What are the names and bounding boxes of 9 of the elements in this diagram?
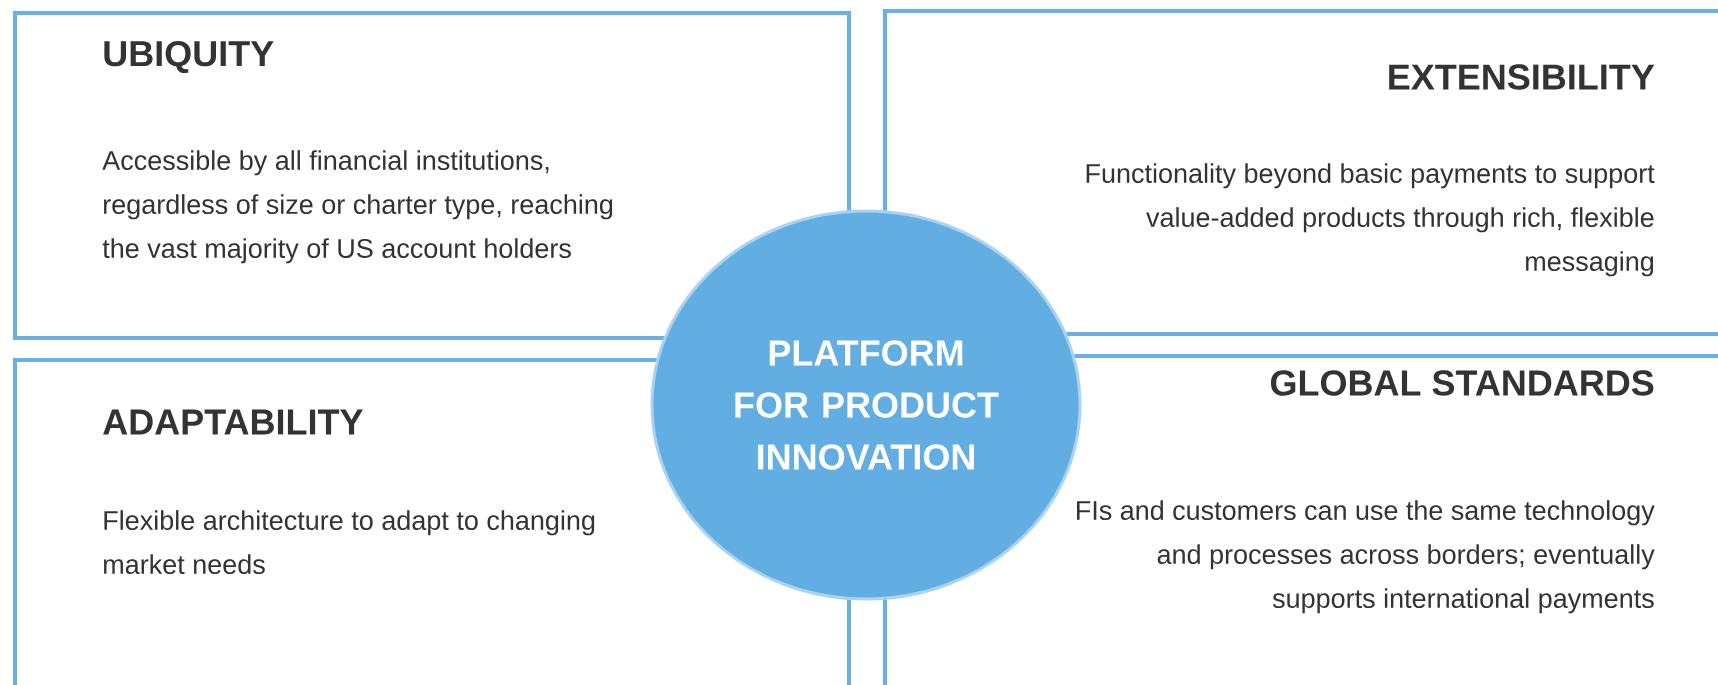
heading: UBIQUITY	[104, 40, 274, 74]
text-box	[13, 11, 851, 340]
heading: GLOBAL STANDARDS	[1270, 370, 1654, 396]
heading: EXTENSIBILITY	[1389, 64, 1655, 90]
text-box	[883, 9, 1718, 336]
description: Flexible architecture to adapt to changing market needs	[104, 510, 595, 574]
description: Accessible by all financial institutions, regardless of size or charter type, reaching the vast majority of US account holders	[102, 150, 613, 264]
heading: ADAPTABILITY	[103, 409, 363, 435]
description: Functionality beyond basic payments to support value-added products through rich, flexible messaging	[1086, 163, 1655, 277]
